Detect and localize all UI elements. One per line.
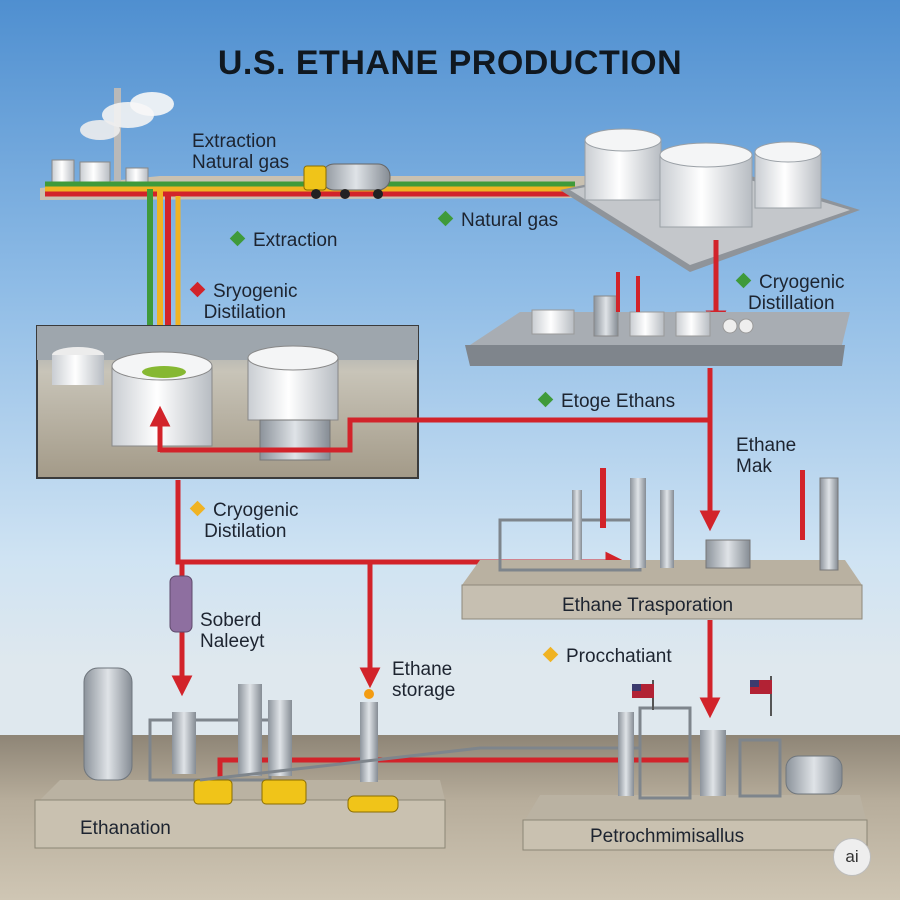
yellow-diamond-icon [542, 646, 559, 663]
cryogenic-platform [465, 272, 850, 366]
page-title: U.S. ETHANE PRODUCTION [217, 44, 683, 82]
label-ethane-transportation: Ethane Trasporation [562, 595, 734, 616]
label-extraction: Extraction [229, 230, 337, 251]
petrochemical-plant [522, 676, 868, 851]
red-diamond-icon [189, 281, 206, 298]
green-diamond-icon [537, 391, 554, 408]
label-etoge-ethans: Etoge Ethans [537, 391, 675, 412]
extraction-pad [40, 88, 600, 200]
label-petrochmimisallus: Petrochmimisallus [590, 826, 745, 847]
transportation-refinery [461, 468, 863, 620]
label-extraction-natural-gas: Extraction Natural gas [192, 131, 290, 173]
green-diamond-icon [735, 272, 752, 289]
label-natural-gas: Natural gas [437, 210, 558, 231]
label-cryogenic-distilation-left: Cryogenic Distilation [189, 500, 299, 542]
label-soberd-naleeyt: Soberd Naleeyt [200, 610, 265, 652]
label-sryogenic-distilation: Sryogenic Distilation [189, 281, 298, 323]
red-flow-lines [149, 368, 721, 780]
label-procchatiant: Procchatiant [542, 646, 672, 667]
storage-tank-pad [560, 128, 860, 272]
label-ethanation: Ethanation [80, 818, 171, 839]
ethanation-plant [34, 575, 640, 849]
label-ethane-mak: Ethane Mak [736, 435, 797, 477]
green-diamond-icon [229, 230, 246, 247]
label-cryogenic-distillation-right: Cryogenic Distillation [735, 272, 845, 314]
yellow-diamond-icon [189, 500, 206, 517]
ai-badge: ai [833, 838, 871, 876]
label-ethane-storage: Ethane storage [392, 659, 456, 701]
green-diamond-icon [437, 210, 454, 227]
gas-plant-photo [36, 325, 419, 479]
